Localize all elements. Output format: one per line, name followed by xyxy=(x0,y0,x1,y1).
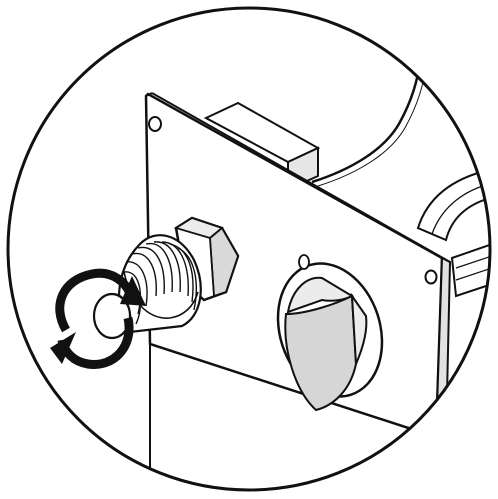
rotate-arrow-icon xyxy=(50,268,146,369)
knurled-igniter xyxy=(92,234,202,340)
control-knob xyxy=(276,254,384,412)
wire-line-outline xyxy=(317,63,427,187)
scene-group xyxy=(50,59,490,490)
plate-screw-hole-top xyxy=(148,116,162,132)
wire-line xyxy=(311,59,422,184)
plate-screw-hole-right xyxy=(424,269,438,285)
frame-circle xyxy=(6,6,492,492)
